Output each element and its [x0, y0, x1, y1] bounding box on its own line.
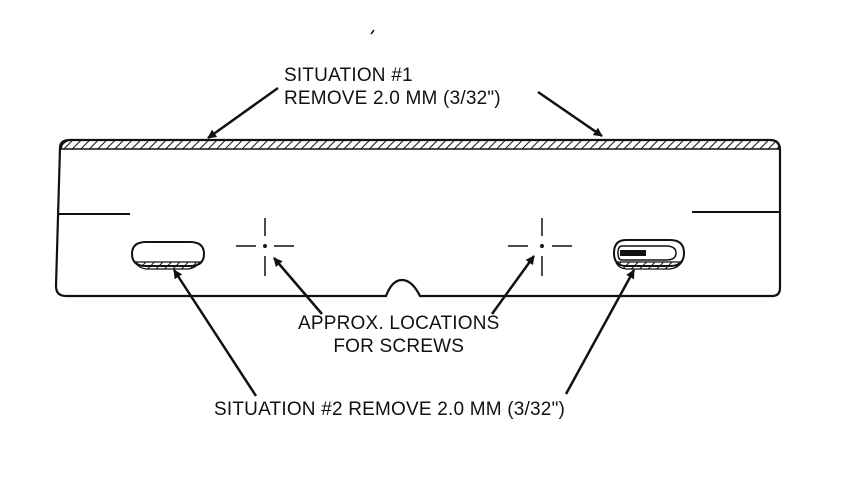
arrow-situation-2-right — [564, 269, 636, 395]
situation-1-label: SITUATION #1 REMOVE 2.0 MM (3/32") — [284, 64, 501, 110]
screw-locations-label: APPROX. LOCATIONS FOR SCREWS — [298, 312, 500, 358]
arrow-situation-1-left — [207, 86, 279, 140]
screw-locations-line-1: APPROX. LOCATIONS — [298, 313, 500, 334]
stray-mark — [370, 29, 375, 35]
situation-1-instruction: REMOVE 2.0 MM (3/32") — [284, 88, 501, 109]
screw-location-right — [508, 218, 572, 276]
housing-body — [54, 138, 782, 298]
arrow-screw-right — [490, 255, 536, 315]
arrow-situation-2-left — [172, 269, 258, 397]
leader-arrows — [172, 86, 636, 397]
situation-2-text: SITUATION #2 REMOVE 2.0 MM (3/32") — [214, 399, 566, 420]
top-edge-hatch — [60, 139, 780, 150]
arrow-screw-left — [273, 257, 323, 315]
left-slot — [130, 241, 206, 270]
right-slot — [612, 239, 686, 270]
situation-2-label: SITUATION #2 REMOVE 2.0 MM (3/32") — [214, 398, 565, 421]
screw-locations-line-2: FOR SCREWS — [333, 336, 465, 357]
screw-location-left — [236, 218, 294, 276]
arrow-situation-1-right — [537, 90, 603, 138]
situation-1-title: SITUATION #1 — [284, 65, 413, 86]
